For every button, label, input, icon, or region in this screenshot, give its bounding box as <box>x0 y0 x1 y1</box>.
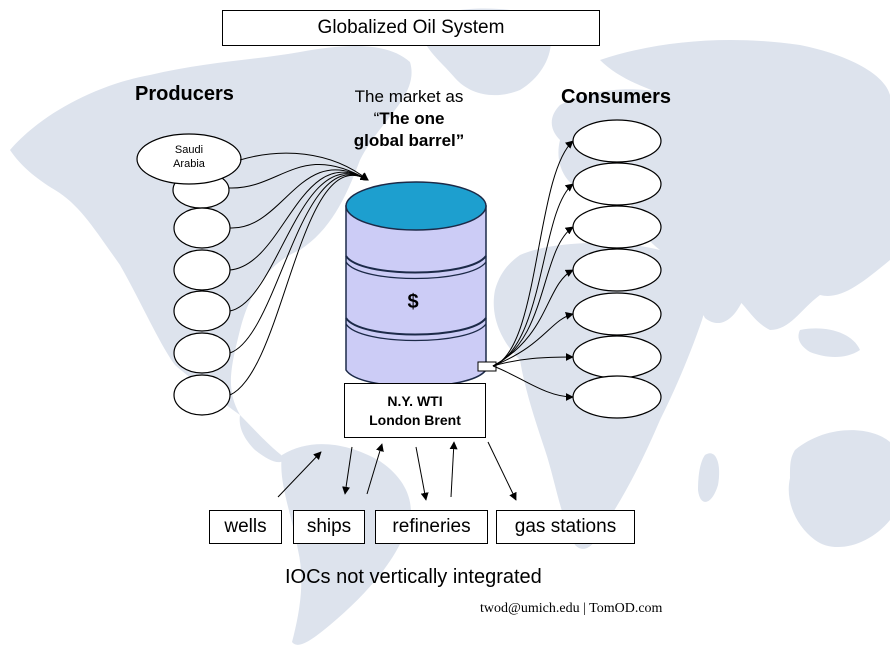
consumer-ellipse <box>572 375 662 419</box>
consumer-arrows <box>492 140 574 401</box>
saudi-ellipse <box>136 133 242 185</box>
credit-text: twod@umich.edu | TomOD.com <box>480 601 663 616</box>
saudi-arabia-label: Saudi Arabia <box>147 143 231 171</box>
price-line-2: London Brent <box>369 411 461 428</box>
gas-stations-box: gas stations <box>496 510 635 544</box>
producers-label: Producers <box>135 83 234 105</box>
exchange-arrows <box>277 441 517 501</box>
dollar-symbol: $ <box>407 291 419 313</box>
producer-arrows <box>228 152 369 396</box>
producer-ellipse <box>173 207 231 249</box>
market-line-3: global barrel” <box>353 131 465 150</box>
oil-barrel <box>345 181 497 388</box>
consumers-label: Consumers <box>561 86 672 108</box>
ships-box: ships <box>293 510 365 544</box>
consumer-ellipses <box>572 119 662 419</box>
ioc-caption: IOCs not vertically integrated <box>285 566 542 588</box>
wells-box: wells <box>209 510 282 544</box>
consumer-ellipse <box>572 205 662 249</box>
refineries-box: refineries <box>375 510 488 544</box>
producer-ellipse <box>173 374 231 416</box>
producer-ellipse <box>173 332 231 374</box>
price-benchmark-box: N.Y. WTI London Brent <box>344 383 486 438</box>
producer-ellipse <box>173 290 231 332</box>
market-line-1: The market as <box>354 87 464 106</box>
consumer-ellipse <box>572 162 662 206</box>
saudi-line-1: Saudi <box>174 144 204 156</box>
price-line-1: N.Y. WTI <box>387 392 443 409</box>
producer-ellipse <box>173 249 231 291</box>
market-open-quote: “ <box>373 109 380 128</box>
consumer-ellipse <box>572 119 662 163</box>
consumer-ellipse <box>572 335 662 379</box>
producer-ellipses <box>136 133 242 416</box>
saudi-line-2: Arabia <box>173 158 205 170</box>
market-line-2: The one <box>379 109 445 128</box>
consumer-ellipse <box>572 292 662 336</box>
consumer-ellipse <box>572 248 662 292</box>
market-caption: The market as “The one global barrel” <box>334 86 484 152</box>
diagram-title: Globalized Oil System <box>222 10 600 46</box>
